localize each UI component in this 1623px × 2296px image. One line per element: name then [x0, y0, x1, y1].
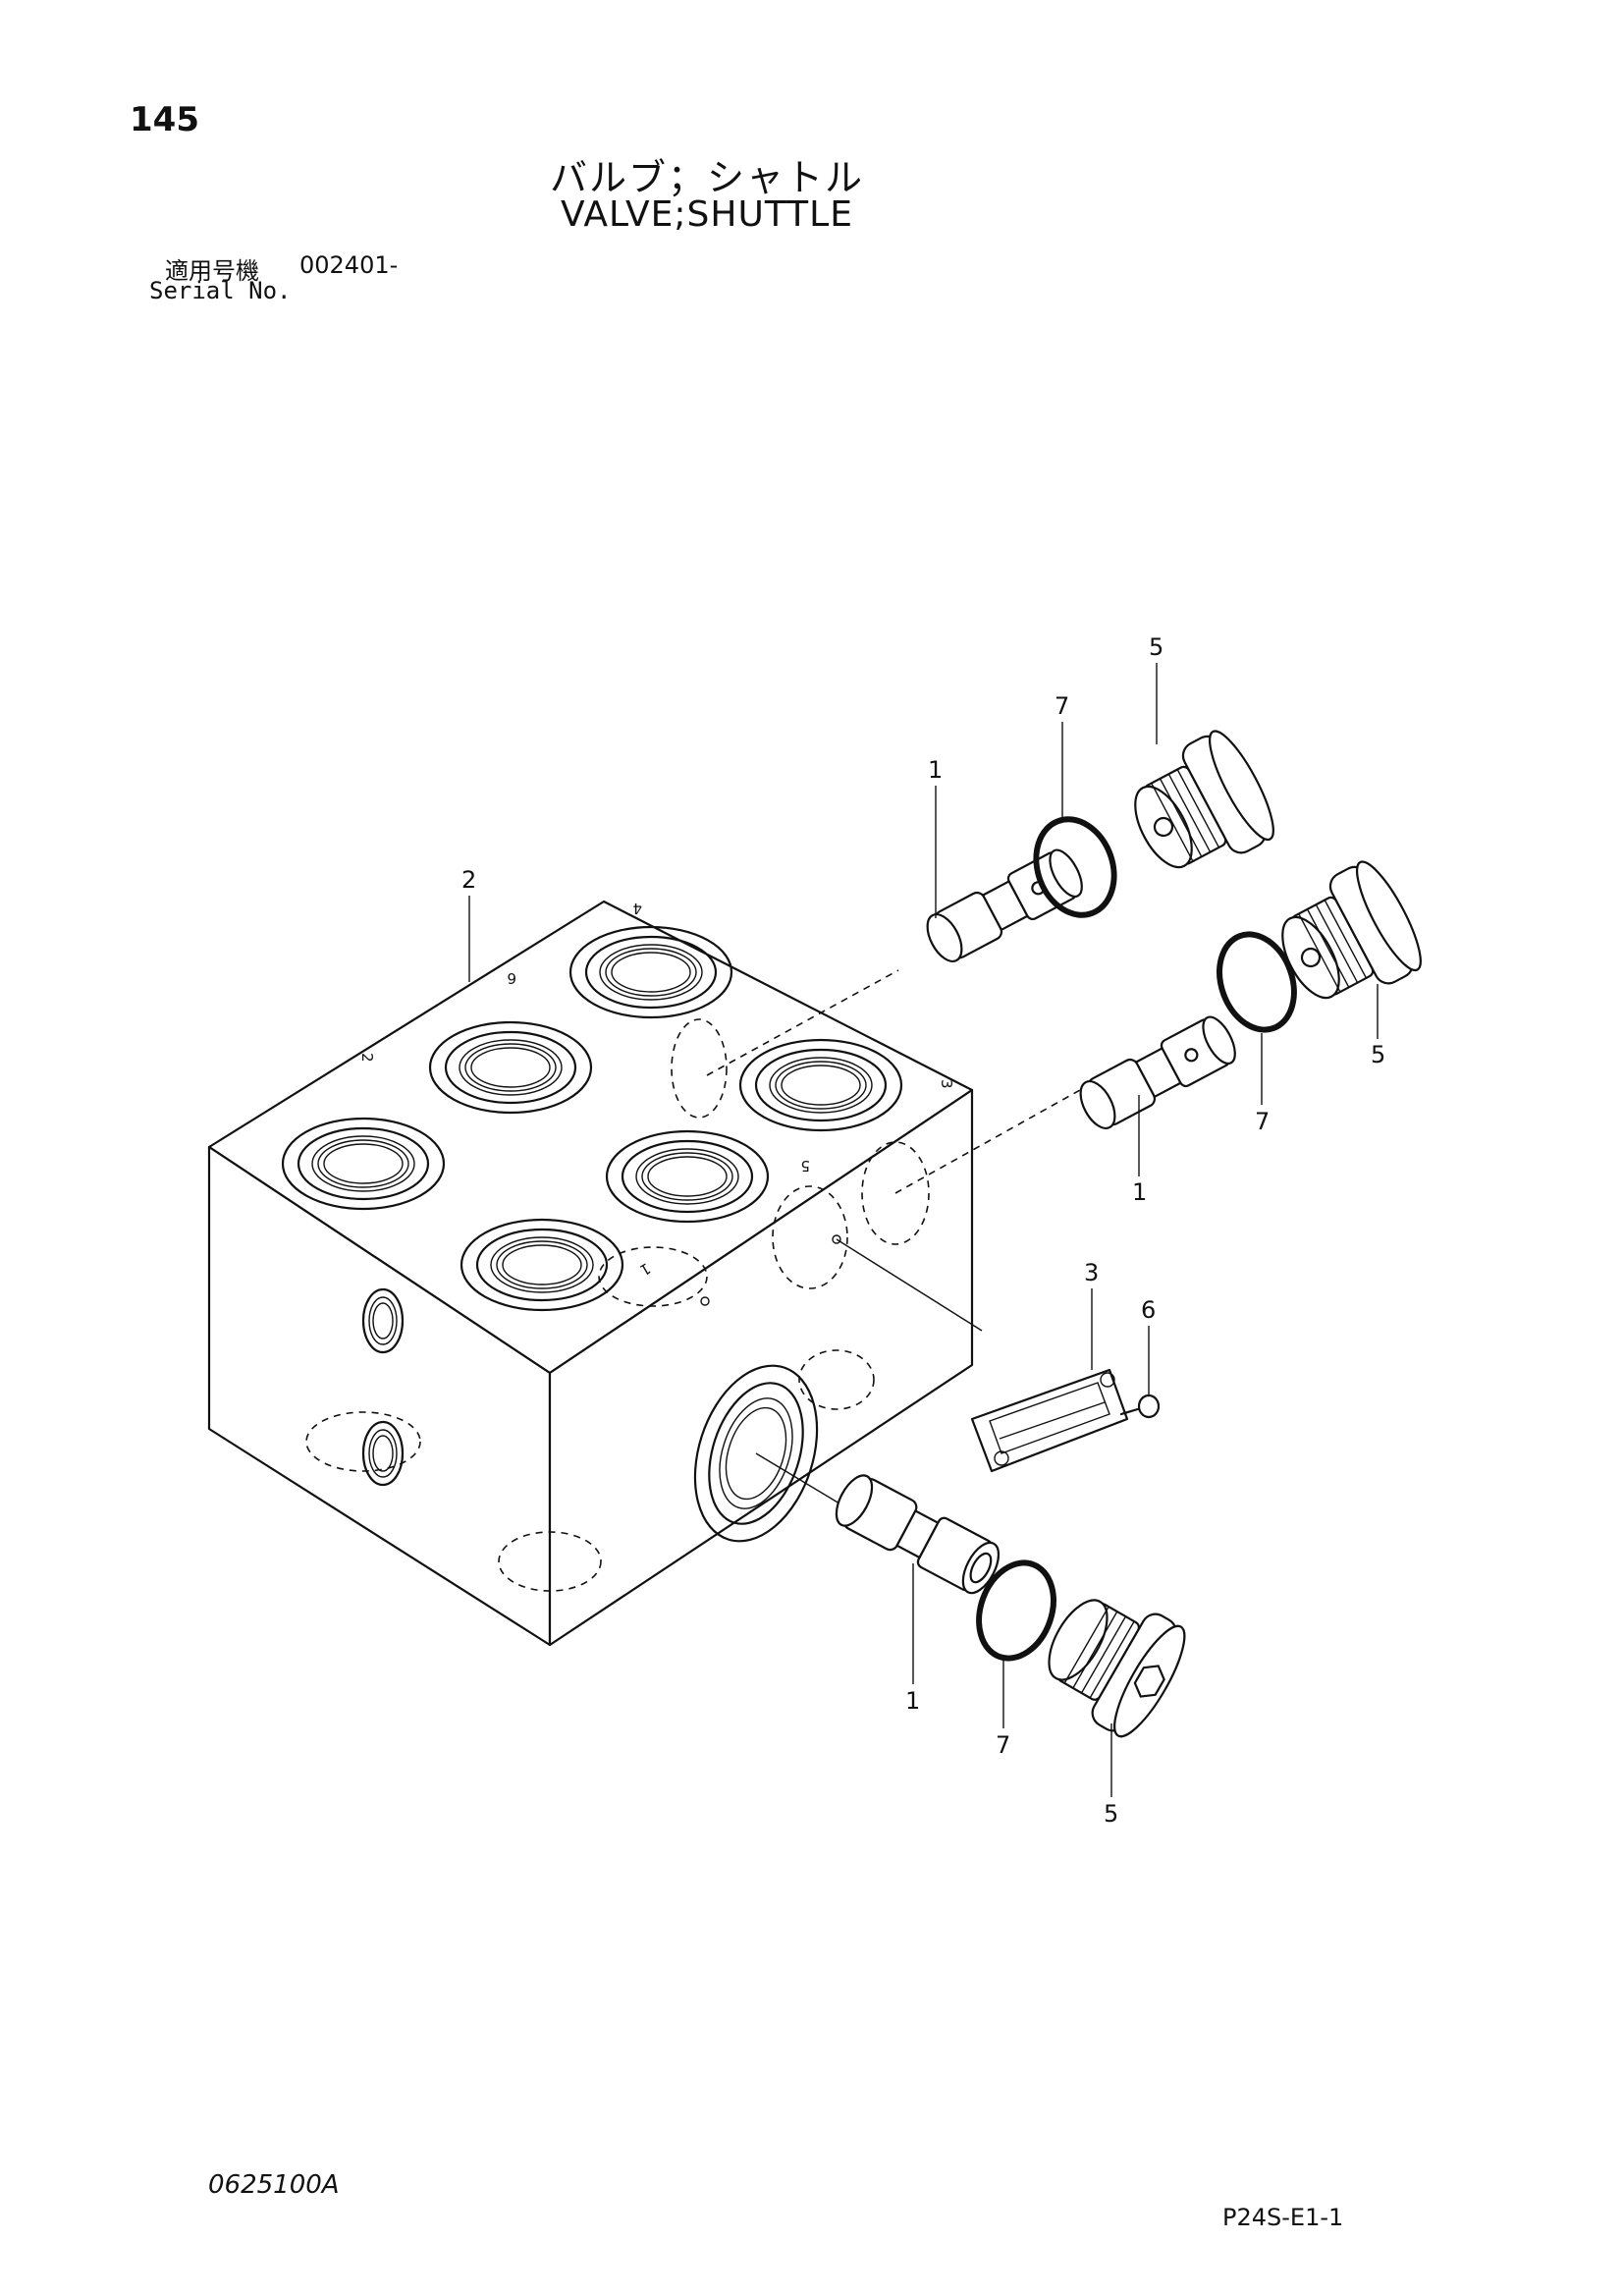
callout-nameplate: 3	[1084, 1259, 1099, 1286]
nameplate	[970, 1368, 1129, 1473]
callout-block: 2	[461, 866, 476, 894]
drawing-code: 0625100A	[208, 2170, 340, 2200]
screw	[1119, 1394, 1161, 1419]
port-number: 5	[800, 1157, 810, 1175]
page-code: P24S-E1-1	[1222, 2204, 1344, 2231]
top-ports	[281, 925, 903, 1312]
oring-middle	[1217, 931, 1297, 1033]
callout-screw: 6	[1141, 1296, 1156, 1324]
callout-spool-middle: 1	[1132, 1178, 1147, 1206]
callout-spool-top: 1	[928, 756, 943, 784]
port-number: 6	[507, 969, 516, 987]
title-japanese: バルブ；シャトル	[549, 156, 864, 199]
callout-oring-middle: 7	[1255, 1108, 1270, 1135]
port-number: 4	[632, 900, 642, 917]
spool-bottom	[835, 1474, 1001, 1595]
spool-middle	[1079, 1015, 1236, 1129]
title-english: VALVE;SHUTTLE	[561, 194, 853, 235]
plug-bottom	[1048, 1599, 1186, 1738]
callout-oring-bottom: 7	[996, 1731, 1010, 1759]
spool-top	[926, 848, 1083, 962]
callout-plug-middle: 5	[1371, 1041, 1385, 1068]
valve-block: 4 6 2 3 5 1	[207, 900, 974, 1647]
plug-middle	[1281, 860, 1422, 1000]
callout-plug-bottom: 5	[1104, 1800, 1118, 1828]
callout-plug-top: 5	[1149, 633, 1163, 661]
port-number: 3	[938, 1079, 955, 1089]
serial-label-english: Serial No.	[149, 277, 292, 304]
serial-number-value: 002401-	[299, 251, 399, 279]
serial-label-japanese: 適用号機	[165, 257, 259, 285]
oring-top	[1033, 816, 1117, 918]
page-number: 145	[130, 100, 199, 139]
port-number: 2	[358, 1053, 376, 1063]
callout-spool-bottom: 1	[905, 1687, 920, 1715]
callout-oring-top: 7	[1055, 692, 1069, 720]
plug-top	[1134, 730, 1274, 869]
oring-bottom	[976, 1559, 1056, 1662]
